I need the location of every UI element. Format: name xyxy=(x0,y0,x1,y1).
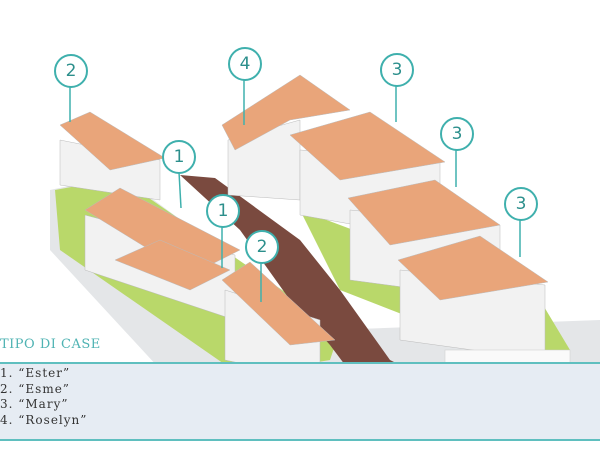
legend-item: 3. “Mary” xyxy=(0,397,69,411)
legend-band xyxy=(0,362,600,441)
legend-item: 1. “Ester” xyxy=(0,366,71,380)
legend-item: 4. “Roselyn” xyxy=(0,412,88,427)
house-type-marker: 1 xyxy=(206,194,240,228)
house-type-marker: 2 xyxy=(54,54,88,88)
legend-title: TIPO DI CASE xyxy=(0,337,101,352)
house-type-marker: 1 xyxy=(162,140,196,174)
legend-list: 1. “Ester” 2. “Esme” 3. “Mary” 4. “Rosel… xyxy=(0,366,87,428)
leader-lines xyxy=(69,79,521,302)
house-type-marker: 3 xyxy=(504,187,538,221)
road xyxy=(180,175,600,430)
house-type-marker: 4 xyxy=(228,47,262,81)
legend-item: 2. “Esme” xyxy=(0,381,70,396)
house-type-marker: 3 xyxy=(440,117,474,151)
house-type-marker: 2 xyxy=(245,230,279,264)
house-type-marker: 3 xyxy=(380,53,414,87)
